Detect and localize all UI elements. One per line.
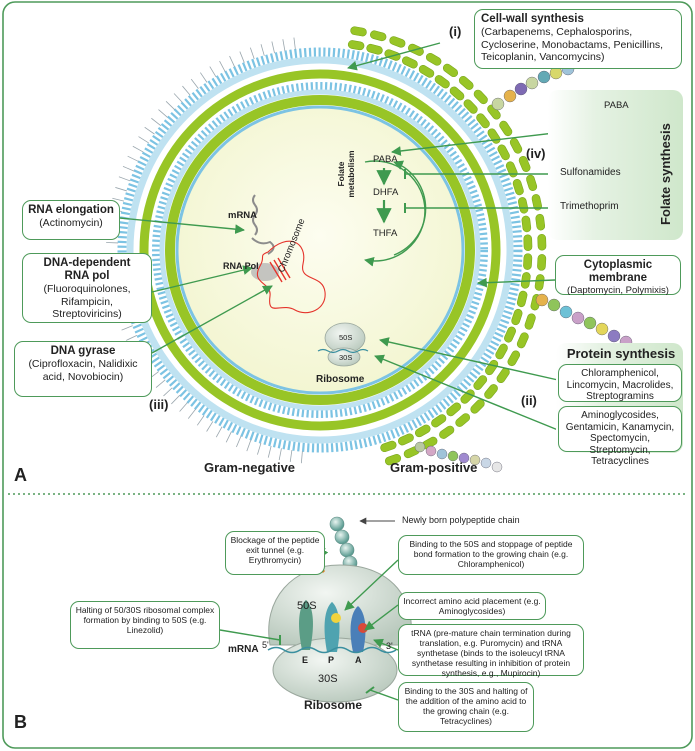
arrow-cytoplasmic bbox=[477, 277, 556, 288]
protein-group1: Chloramphenicol, Lincomycin, Macrolides,… bbox=[558, 364, 682, 402]
site-e: E bbox=[302, 655, 309, 665]
folate-metabolism-label: Folate metabolism bbox=[336, 150, 356, 198]
b-ribosome-label: Ribosome bbox=[304, 698, 363, 712]
roman-iv: (iv) bbox=[526, 146, 546, 161]
gram-positive-wall bbox=[347, 26, 547, 466]
site-a: A bbox=[355, 655, 362, 665]
incorrect-box: Incorrect amino acid placement (e.g. Ami… bbox=[398, 592, 546, 620]
roman-ii: (ii) bbox=[521, 393, 537, 408]
folate-sulfonamides-label: Sulfonamides bbox=[560, 167, 621, 178]
b-30s-label: 30S bbox=[318, 673, 338, 685]
roman-iii: (iii) bbox=[149, 397, 169, 412]
five-prime: 5' bbox=[262, 640, 269, 650]
paba-inner-label: PABA bbox=[373, 154, 398, 165]
newly-born-label: Newly born polypeptide chain bbox=[402, 515, 520, 525]
bead-chain-mid bbox=[535, 293, 633, 349]
dhfa-label: DHFA bbox=[373, 187, 399, 198]
b-50s-label: 50S bbox=[297, 600, 317, 612]
cell-50s-label: 50S bbox=[339, 333, 353, 342]
b-mrna-label: mRNA bbox=[228, 644, 259, 655]
arrow-rna-pol bbox=[151, 265, 253, 293]
site-p: P bbox=[328, 655, 335, 665]
dna-rna-pol-text: (Fluoroquinolones, Rifampicin, Streptovi… bbox=[43, 283, 131, 320]
cell-wall-title: Cell-wall synthesis bbox=[481, 13, 584, 25]
arrow-rna-elong bbox=[119, 217, 245, 235]
b-50s-subunit bbox=[268, 564, 412, 646]
cytoplasmic-text: (Daptomycin, Polymixis) bbox=[567, 285, 669, 296]
arrow-protein-1 bbox=[379, 337, 559, 381]
folate-title: Folate synthesis bbox=[658, 123, 673, 225]
protein-title: Protein synthesis bbox=[566, 346, 676, 361]
cell-30s-label: 30S bbox=[339, 353, 353, 362]
trna-a bbox=[350, 606, 366, 652]
folate-box bbox=[548, 90, 683, 240]
cell-wall-box: Cell-wall synthesis (Carbapenems, Cephal… bbox=[474, 9, 682, 69]
binding30-box: Binding to the 30S and halting of the ad… bbox=[398, 682, 534, 732]
protein-group2: Aminoglycosides, Gentamicin, Kanamycin, … bbox=[558, 406, 682, 467]
rna-elongation-title: RNA elongation bbox=[28, 204, 114, 216]
rna-elongation-text: (Actinomycin) bbox=[39, 217, 103, 229]
panel-a-letter: A bbox=[14, 465, 27, 485]
cytoplasmic-box: Cytoplasmic membrane (Daptomycin, Polymi… bbox=[555, 255, 681, 296]
cell-rnapol-label: RNA Pol bbox=[223, 261, 259, 271]
folate-paba-label: PABA bbox=[604, 100, 629, 111]
roman-i: (i) bbox=[449, 24, 462, 39]
cytoplasmic-title: Cytoplasmic membrane bbox=[583, 259, 653, 284]
trna-e bbox=[299, 600, 313, 650]
three-prime: 3' bbox=[386, 641, 393, 651]
chromosome bbox=[257, 240, 326, 314]
halting-box: Halting of 50/30S ribosomal complex form… bbox=[70, 601, 220, 649]
dna-gyrase-box: DNA gyrase (Ciprofloxacin, Nalidixic aci… bbox=[14, 341, 152, 397]
lipid-tails bbox=[106, 37, 303, 464]
gram-positive-label: Gram-positive bbox=[390, 460, 478, 475]
gram-negative-label: Gram-negative bbox=[204, 460, 296, 475]
blockage-box: Blockage of the peptide exit tunnel (e.g… bbox=[225, 531, 325, 575]
cell-mrna-label: mRNA bbox=[228, 210, 258, 221]
thfa-label: THFA bbox=[373, 228, 398, 239]
cell-ribosome-label: Ribosome bbox=[316, 374, 365, 385]
mrna-strand bbox=[252, 194, 258, 236]
cell-envelope bbox=[117, 47, 523, 453]
trna-box: tRNA (pre-mature chain termination durin… bbox=[398, 624, 584, 678]
bead-chain-bottom bbox=[414, 441, 503, 473]
arrow-gyrase bbox=[151, 285, 273, 354]
dna-gyrase-title: DNA gyrase bbox=[50, 345, 116, 357]
binding50-box: Binding to the 50S and stoppage of pepti… bbox=[398, 535, 584, 575]
folate-trimethoprim-label: Trimethoprim bbox=[560, 201, 619, 212]
b-mrna bbox=[267, 646, 397, 654]
dna-rna-pol-title: DNA-dependent RNA pol bbox=[43, 257, 131, 282]
dna-rna-pol-box: DNA-dependent RNA pol (Fluoroquinolones,… bbox=[22, 253, 152, 323]
arrow-cell-wall bbox=[347, 42, 441, 71]
rna-elongation-box: RNA elongation (Actinomycin) bbox=[22, 200, 120, 240]
panel-b-letter: B bbox=[14, 712, 27, 732]
cell-wall-text: (Carbapenems, Cephalosporins, Cycloserin… bbox=[481, 26, 664, 63]
dna-gyrase-text: (Ciprofloxacin, Nalidixic acid, Novobioc… bbox=[28, 358, 138, 383]
arrow-protein-2 bbox=[374, 354, 559, 431]
